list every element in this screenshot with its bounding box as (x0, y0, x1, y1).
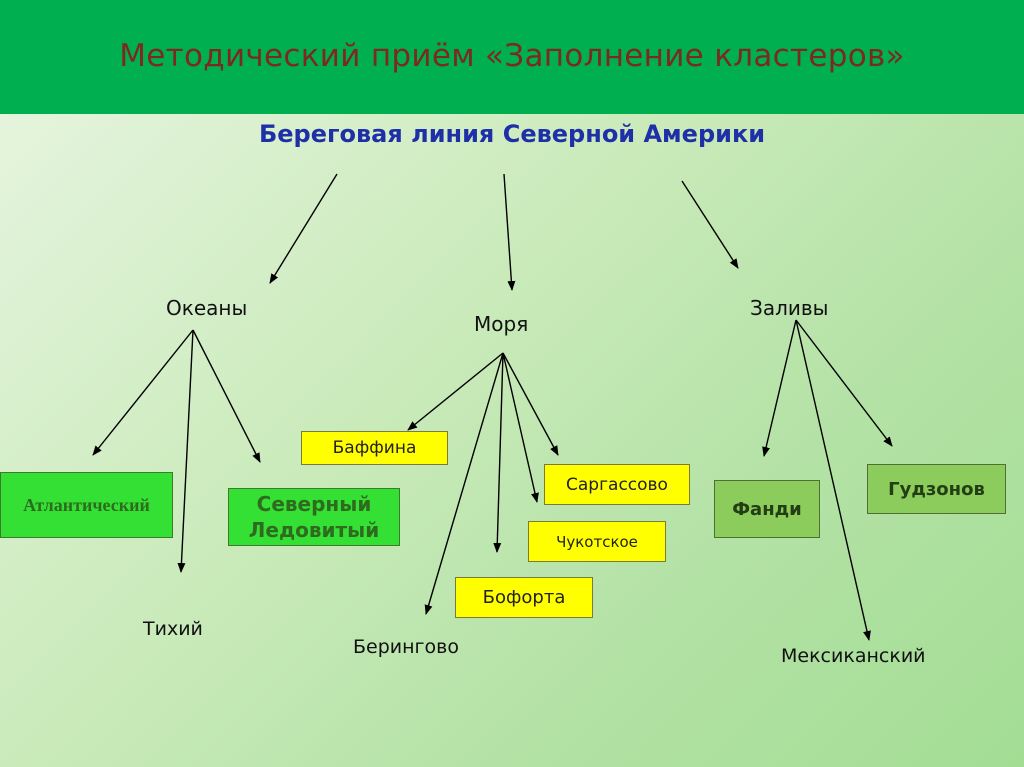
bay-mexico: Мексиканский (781, 645, 926, 667)
slide-title: Методический приём «Заполнение кластеров… (119, 38, 905, 74)
arctic-label-line1: Северный (256, 492, 372, 516)
box-atlantic: Атлантический (0, 472, 173, 538)
box-beaufort: Бофорта (455, 577, 593, 618)
header-band: Методический приём «Заполнение кластеров… (0, 0, 1024, 114)
sea-bering: Берингово (353, 636, 459, 658)
category-seas: Моря (474, 312, 529, 336)
category-oceans: Океаны (166, 296, 248, 320)
chukchi-label: Чукотское (556, 532, 638, 551)
arrow-topic-to-bays (681, 180, 739, 269)
baffin-label: Баффина (332, 438, 417, 458)
arrow-seas-to-chukchi (502, 352, 539, 503)
arrow-topic-to-oceans (269, 173, 338, 284)
category-bays: Заливы (750, 296, 829, 320)
arrow-topic-to-seas (503, 173, 516, 291)
box-hudson: Гудзонов (867, 464, 1006, 514)
fundy-label: Фанди (732, 498, 802, 520)
arrow-seas-to-bering (424, 352, 504, 615)
arrow-seas-to-sargasso (502, 352, 559, 456)
arrow-oceans-to-atlantic (92, 329, 194, 456)
box-sargasso: Саргассово (544, 464, 690, 505)
hudson-label: Гудзонов (888, 478, 985, 500)
beaufort-label: Бофорта (482, 587, 566, 608)
box-chukchi: Чукотское (528, 521, 666, 562)
arrow-seas-to-beaufort (493, 352, 504, 553)
sargasso-label: Саргассово (566, 474, 668, 495)
arrow-oceans-to-arctic (192, 329, 261, 463)
box-arctic: Северный Ледовитый (228, 488, 400, 546)
arrow-bays-to-mexico (795, 319, 871, 641)
arrow-oceans-to-pacific (177, 329, 194, 573)
atlantic-label: Атлантический (23, 494, 150, 515)
box-baffin: Баффина (301, 431, 448, 465)
cluster-topic: Береговая линия Северной Америки (258, 120, 766, 148)
arrow-bays-to-hudson (795, 319, 893, 447)
box-fundy: Фанди (714, 480, 820, 538)
arctic-label-line2: Ледовитый (248, 518, 380, 542)
ocean-pacific: Тихий (143, 618, 203, 640)
arrow-bays-to-fundy (762, 319, 797, 457)
arrow-seas-to-baffin (407, 352, 504, 431)
